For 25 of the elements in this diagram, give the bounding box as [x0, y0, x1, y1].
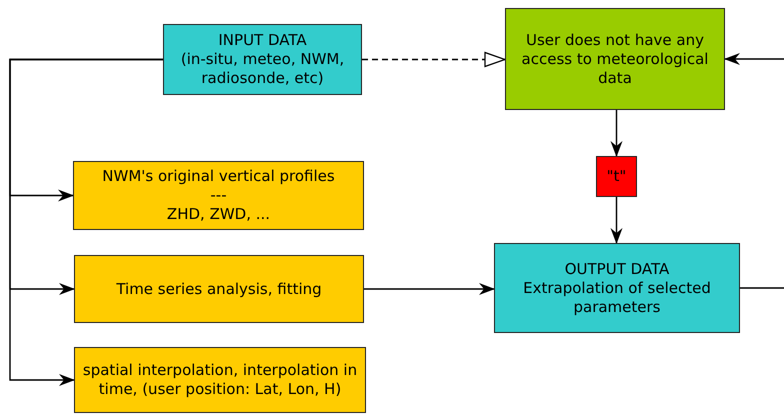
output-box — [494, 243, 740, 333]
arrow — [362, 52, 506, 68]
arrow — [724, 53, 784, 65]
marker-box — [596, 156, 637, 197]
process-box — [505, 8, 725, 110]
node-text: --- — [210, 186, 227, 205]
node-text: Time series analysis, fitting — [116, 280, 322, 298]
node-text: INPUT DATA — [218, 31, 307, 50]
node-text: User does not have any access to meteorological data — [520, 30, 710, 88]
arrow — [364, 283, 495, 295]
process-box — [73, 161, 364, 230]
node-text: (in-situ, meteo, NWM, radiosonde, etc) — [180, 50, 346, 88]
node-text: "t" — [606, 167, 626, 186]
node-text: spatial interpolation, interpolation in time, (user position: Lat, Lon, H) — [82, 361, 358, 399]
input-box — [163, 24, 362, 95]
node-text: ZHD, ZWD, ... — [166, 205, 270, 224]
arrow — [610, 110, 622, 157]
node-text: OUTPUT DATA — [564, 260, 670, 278]
connector-line — [740, 287, 784, 289]
node-text: NWM's original vertical profiles — [102, 167, 335, 186]
arrow — [610, 197, 622, 244]
process-box — [74, 255, 364, 323]
arrow — [9, 58, 163, 386]
node-text: Extrapolation of selected parameters — [522, 278, 712, 316]
process-box — [74, 347, 366, 413]
